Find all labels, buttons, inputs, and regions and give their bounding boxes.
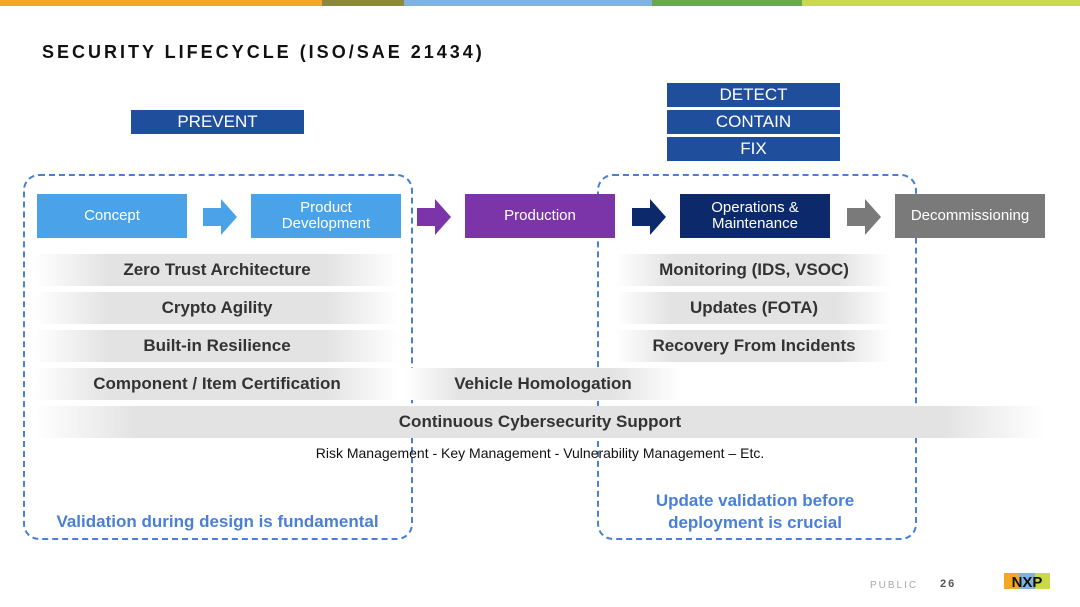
item-monitoring: Monitoring (IDS, VSOC) xyxy=(616,254,892,286)
top-bar-orange xyxy=(0,0,322,6)
nxp-logo-text: NXP xyxy=(1012,574,1043,591)
arrow-right-icon xyxy=(632,199,666,235)
management-line: Risk Management - Key Management - Vulne… xyxy=(315,445,765,461)
item-component-certification: Component / Item Certification xyxy=(35,368,399,400)
stage-production: Production xyxy=(465,194,615,238)
fix-label: FIX xyxy=(667,137,840,161)
page-number: 26 xyxy=(940,578,957,590)
contain-label: CONTAIN xyxy=(667,110,840,134)
right-note: Update validation before deployment is c… xyxy=(655,491,855,532)
arrow-right-icon xyxy=(417,199,451,235)
detect-label: DETECT xyxy=(667,83,840,107)
item-zero-trust: Zero Trust Architecture xyxy=(35,254,399,286)
arrow-right-icon xyxy=(847,199,881,235)
item-vehicle-homologation: Vehicle Homologation xyxy=(405,368,681,400)
page-title: SECURITY LIFECYCLE (ISO/SAE 21434) xyxy=(42,42,485,62)
nxp-logo: NXP xyxy=(1004,573,1050,591)
item-crypto-agility: Crypto Agility xyxy=(35,292,399,324)
item-recovery: Recovery From Incidents xyxy=(616,330,892,362)
top-bar-green xyxy=(652,0,802,6)
stage-decommissioning: Decommissioning xyxy=(895,194,1045,238)
stage-operations-maintenance: Operations & Maintenance xyxy=(680,194,830,238)
stage-concept: Concept xyxy=(37,194,187,238)
stage-product-development: Product Development xyxy=(251,194,401,238)
left-note: Validation during design is fundamental xyxy=(56,512,379,531)
operations-phase-region xyxy=(597,174,917,540)
item-updates: Updates (FOTA) xyxy=(616,292,892,324)
top-bar-blue xyxy=(404,0,652,6)
design-phase-region xyxy=(23,174,413,540)
arrow-right-icon xyxy=(203,199,237,235)
top-bar-yellow xyxy=(802,0,1080,6)
classification-label: PUBLIC xyxy=(870,580,919,591)
item-built-in-resilience: Built-in Resilience xyxy=(35,330,399,362)
continuous-support-bar: Continuous Cybersecurity Support xyxy=(35,406,1045,438)
top-bar-olive xyxy=(322,0,404,6)
prevent-label: PREVENT xyxy=(131,110,304,134)
